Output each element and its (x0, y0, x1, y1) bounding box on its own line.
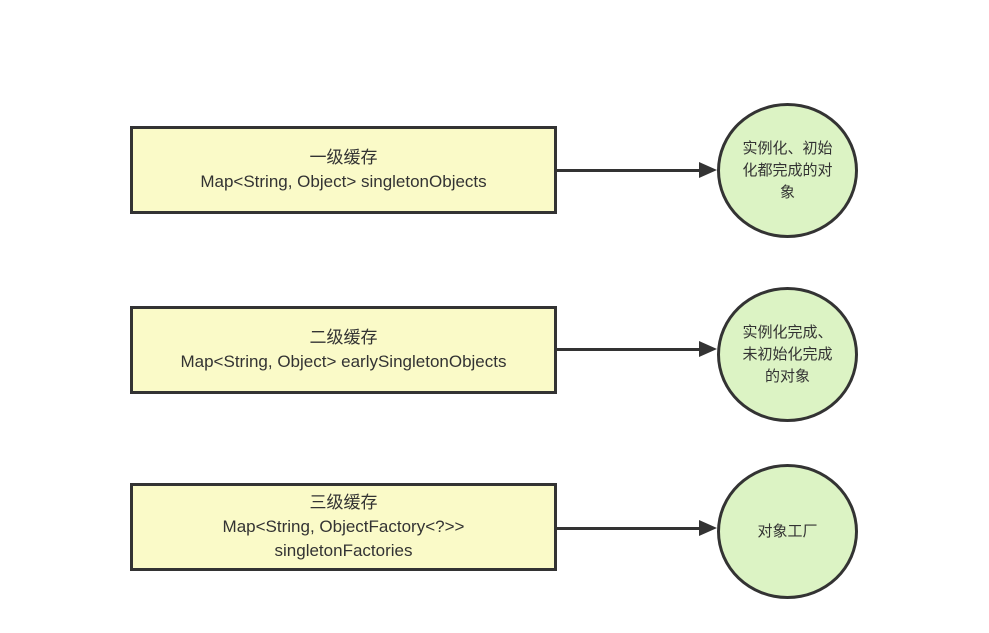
cache-box-level3-code: singletonFactories (274, 541, 413, 560)
result-circle-level3: 对象工厂 (717, 464, 858, 599)
cache-box-level1-code: Map<String, Object> singletonObjects (200, 172, 487, 191)
cache-box-level2-title: 二级缓存 (309, 328, 378, 347)
arrow-level1-head-icon (699, 162, 717, 178)
result-circle-level2-line: 未初始化完成 (742, 345, 833, 363)
result-circle-level2-line: 实例化完成、 (742, 323, 833, 341)
result-circle-level1-line: 实例化、初始 (742, 139, 833, 157)
result-circle-level2-line: 的对象 (764, 367, 810, 385)
cache-box-level1: 一级缓存 Map<String, Object> singletonObject… (130, 126, 557, 214)
arrow-level2-line (557, 347, 699, 351)
result-circle-level3-line: 对象工厂 (757, 522, 818, 540)
arrow-level1-line (557, 168, 699, 172)
result-circle-level1-line: 化都完成的对 (742, 161, 833, 179)
cache-box-level3-code: Map<String, ObjectFactory<?>> (222, 517, 465, 536)
cache-box-level2: 二级缓存 Map<String, Object> earlySingletonO… (130, 306, 557, 394)
arrow-level2-head-icon (699, 341, 717, 357)
cache-box-level3: 三级缓存 Map<String, ObjectFactory<?>> singl… (130, 483, 557, 571)
cache-box-level3-title: 三级缓存 (309, 493, 378, 512)
result-circle-level1-line: 象 (779, 183, 795, 201)
arrow-level3-head-icon (699, 520, 717, 536)
cache-box-level2-code: Map<String, Object> earlySingletonObject… (180, 352, 507, 371)
result-circle-level1: 实例化、初始 化都完成的对 象 (717, 103, 858, 238)
cache-box-level1-title: 一级缓存 (309, 148, 378, 167)
result-circle-level2: 实例化完成、 未初始化完成 的对象 (717, 287, 858, 422)
arrow-level3-line (557, 526, 699, 530)
